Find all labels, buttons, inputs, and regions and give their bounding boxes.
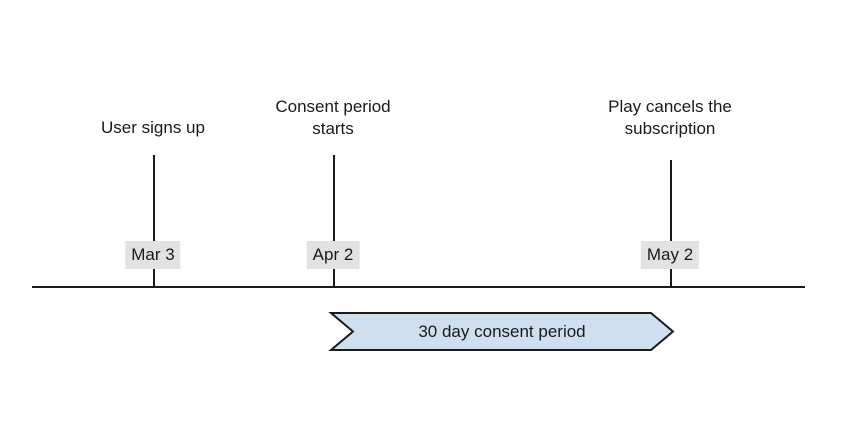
marker-label-play-cancels-subscription-line2: subscription — [624, 119, 716, 138]
marker-stem-play-cancels-subscription — [670, 160, 672, 287]
marker-date-user-signs-up: Mar 3 — [125, 241, 181, 269]
timeline-axis — [32, 286, 805, 288]
banner-label: 30 day consent period — [418, 321, 586, 341]
banner-chevron-shape — [328, 312, 675, 351]
marker-label-user-signs-up: User signs up — [101, 118, 205, 137]
marker-date-consent-period-starts: Apr 2 — [306, 241, 360, 269]
marker-label-consent-period-starts-line1: Consent period — [275, 97, 391, 116]
marker-label-play-cancels-subscription-line1: Play cancels the — [608, 97, 732, 116]
marker-date-play-cancels-subscription: May 2 — [640, 241, 700, 269]
marker-stem-consent-period-starts — [333, 155, 335, 287]
marker-label-consent-period-starts-line2: starts — [312, 119, 354, 138]
consent-period-banner: 30 day consent period — [328, 312, 675, 351]
marker-stem-user-signs-up — [153, 155, 155, 287]
